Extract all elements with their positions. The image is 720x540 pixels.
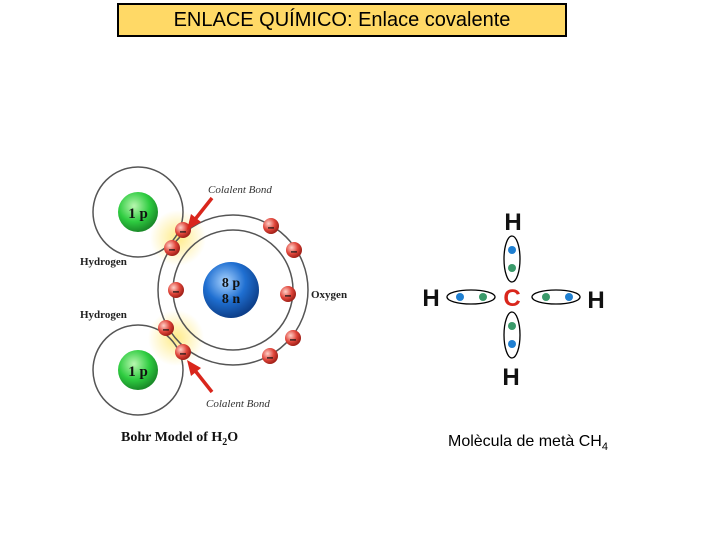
- hydrogen-label-bottom: Hydrogen: [80, 309, 127, 321]
- electron: –: [280, 286, 296, 302]
- oxygen-label: Oxygen: [311, 289, 347, 301]
- arrow-icon-top: [187, 196, 214, 230]
- svg-text:–: –: [268, 220, 275, 234]
- oxygen-nucleus: [203, 262, 259, 318]
- bohr-model: 1 p 1 p 8 p 8 n – – – – – – – – – – Cola…: [80, 166, 347, 448]
- bond-ellipse-bottom: [503, 311, 521, 359]
- h-electron: [508, 246, 516, 254]
- oxygen-outer-shell: [157, 214, 309, 366]
- title-box: ENLACE QUÍMICO: Enlace covalente: [117, 3, 567, 37]
- bond-ellipse-top: [503, 235, 521, 283]
- electron: –: [175, 344, 191, 360]
- svg-text:–: –: [290, 332, 297, 346]
- electron: –: [286, 242, 302, 258]
- methane-diagram: H H C H H: [422, 209, 604, 391]
- arrow-icon-bottom: [187, 360, 214, 394]
- atom-c-center: C: [503, 285, 520, 312]
- svg-text:–: –: [285, 288, 292, 302]
- svg-text:–: –: [173, 284, 180, 298]
- covalent-bond-label-top: Colalent Bond: [208, 184, 272, 196]
- c-electron: [508, 322, 516, 330]
- hydrogen-top-nucleus: [118, 192, 158, 232]
- svg-text:–: –: [267, 350, 274, 364]
- electron: –: [263, 218, 279, 234]
- svg-text:–: –: [291, 244, 298, 258]
- bohr-caption: Bohr Model of H2O: [121, 430, 238, 448]
- hydrogen-bottom-shell: [92, 324, 184, 416]
- electron: –: [262, 348, 278, 364]
- bond-ellipse-right: [531, 289, 581, 305]
- c-electron: [542, 293, 550, 301]
- bond-ellipse-left: [446, 289, 496, 305]
- oxygen-nucleus-protons: 8 p: [222, 276, 241, 291]
- atom-h-left: H: [422, 285, 439, 312]
- h-electron: [456, 293, 464, 301]
- svg-text:–: –: [180, 224, 187, 238]
- covalent-bond-label-bottom: Colalent Bond: [206, 398, 270, 410]
- atom-h-top: H: [504, 209, 521, 236]
- oxygen-nucleus-neutrons: 8 n: [222, 292, 241, 307]
- atom-h-bottom: H: [502, 364, 519, 391]
- electron: –: [158, 320, 174, 336]
- h-electron: [565, 293, 573, 301]
- electron: –: [168, 282, 184, 298]
- electron: –: [164, 240, 180, 256]
- svg-text:–: –: [163, 322, 170, 336]
- svg-text:–: –: [169, 242, 176, 256]
- c-electron: [508, 264, 516, 272]
- hydrogen-bottom-nucleus-label: 1 p: [128, 364, 148, 380]
- methane-caption: Molècula de metà CH4: [448, 433, 608, 454]
- hydrogen-top-nucleus-label: 1 p: [128, 206, 148, 222]
- h-electron: [508, 340, 516, 348]
- atom-h-right: H: [587, 287, 604, 314]
- electron: –: [285, 330, 301, 346]
- svg-text:–: –: [180, 346, 187, 360]
- hydrogen-label-top: Hydrogen: [80, 256, 127, 268]
- hydrogen-top-shell: [92, 166, 184, 258]
- electron: –: [175, 222, 191, 238]
- page-title: ENLACE QUÍMICO: Enlace covalente: [173, 8, 511, 31]
- hydrogen-bottom-nucleus: [118, 350, 158, 390]
- c-electron: [479, 293, 487, 301]
